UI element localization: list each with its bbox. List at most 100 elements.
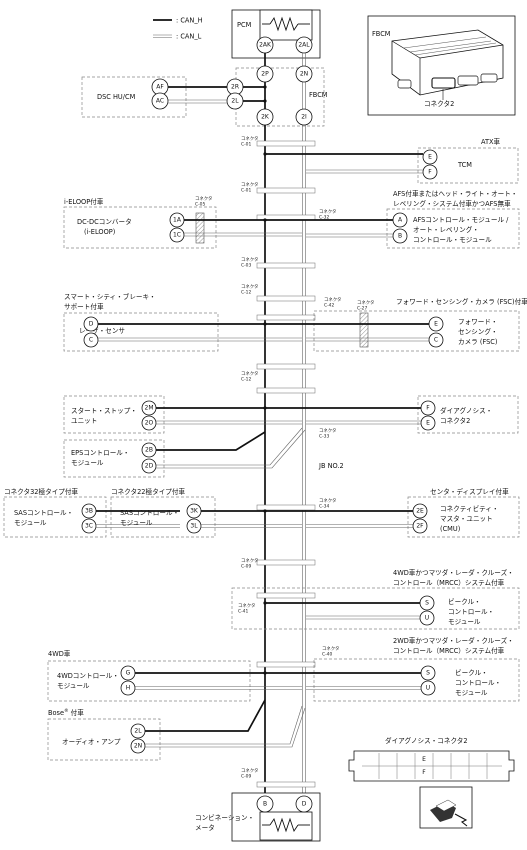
- svg-text:2F: 2F: [416, 523, 424, 530]
- svg-text:D: D: [89, 321, 94, 328]
- svg-text:オーディオ・アンプ: オーディオ・アンプ: [62, 737, 121, 746]
- svg-text:2R: 2R: [231, 84, 239, 91]
- svg-text:2AL: 2AL: [298, 42, 310, 49]
- svg-text:オート・レベリング・: オート・レベリング・: [413, 225, 479, 234]
- legend-can-h: : CAN_H: [176, 17, 203, 25]
- svg-text:コントロール（MRCC）システム付車: コントロール（MRCC）システム付車: [393, 578, 505, 587]
- svg-text:S: S: [425, 600, 429, 607]
- fbcm-pins: 2P 2N 2K 2I 2R 2L: [226, 65, 313, 126]
- svg-text:C-03: C-03: [241, 263, 251, 269]
- svg-text:コネクタ: コネクタ: [241, 135, 258, 142]
- svg-text:C-05: C-05: [195, 202, 205, 208]
- svg-text:C-32: C-32: [319, 215, 329, 221]
- svg-text:2L: 2L: [231, 98, 239, 105]
- fbcm-inset-title: FBCM: [372, 30, 391, 38]
- svg-text:コネクタ2: コネクタ2: [440, 416, 470, 425]
- svg-text:B: B: [263, 801, 267, 808]
- fbcm-inset-caption: コネクタ2: [424, 99, 454, 108]
- tcm-label: TCM: [457, 161, 472, 169]
- legend: : CAN_H : CAN_L: [153, 17, 203, 41]
- trunk-connector-bars: [256, 140, 316, 788]
- svg-text:G: G: [126, 670, 131, 677]
- connector-labels: コネクタ C-01 コネクタ C-01 コネクタ C-32 コネクタ C-05 …: [195, 135, 374, 780]
- svg-text:SASコントロール・: SASコントロール・: [14, 509, 73, 517]
- svg-text:D: D: [302, 801, 307, 808]
- svg-text:2N: 2N: [300, 71, 308, 78]
- svg-text:コネクタ: コネクタ: [319, 497, 336, 504]
- svg-text:2M: 2M: [145, 405, 154, 412]
- svg-text:1A: 1A: [173, 217, 182, 224]
- svg-text:2N: 2N: [134, 743, 142, 750]
- svg-text:フォワード・センシング・カメラ (FSC)付車: フォワード・センシング・カメラ (FSC)付車: [396, 297, 527, 306]
- svg-text:センシング・: センシング・: [458, 327, 498, 336]
- svg-text:モジュール: モジュール: [448, 618, 481, 626]
- svg-text:3C: 3C: [85, 523, 93, 530]
- svg-text:ビークル・: ビークル・: [455, 668, 488, 677]
- svg-text:C-42: C-42: [324, 303, 334, 309]
- sas32-group: コネクタ32極タイプ付車 SASコントロール・ モジュール 3B 3C: [3, 487, 180, 538]
- svg-text:C-41: C-41: [238, 609, 248, 615]
- svg-text:2WD車かつマツダ・レーダ・クルーズ・: 2WD車かつマツダ・レーダ・クルーズ・: [393, 636, 514, 645]
- svg-text:ダイアグノシス・: ダイアグノシス・: [440, 406, 492, 415]
- svg-text:C-12: C-12: [241, 290, 251, 296]
- svg-text:コネクタ: コネクタ: [324, 296, 341, 303]
- svg-text:モジュール: モジュール: [120, 519, 153, 527]
- svg-text:B: B: [398, 233, 402, 240]
- bose-group: Bose® 付車 オーディオ・アンプ 2L 2N: [47, 699, 306, 761]
- svg-text:2I: 2I: [301, 114, 307, 121]
- vehicle-control-4wd-group: 4WD車かつマツダ・レーダ・クルーズ・ コントロール（MRCC）システム付車 ビ…: [231, 568, 520, 630]
- svg-text:(CMU): (CMU): [440, 525, 460, 533]
- svg-text:コントロール・: コントロール・: [455, 679, 501, 687]
- svg-text:3L: 3L: [190, 523, 198, 530]
- svg-text:H: H: [126, 685, 131, 692]
- svg-text:コネクタ32極タイプ付車: コネクタ32極タイプ付車: [4, 487, 78, 496]
- start-stop-group: スタート・ストップ・ ユニット 2M 2O: [63, 395, 302, 434]
- svg-text:2AK: 2AK: [259, 42, 272, 49]
- svg-text:AC: AC: [156, 98, 164, 105]
- main-can-lines: [264, 53, 306, 800]
- meter-box: コンビネーション・ メータ B D: [195, 792, 321, 842]
- svg-text:コネクタ: コネクタ: [319, 427, 336, 434]
- svg-text:C-09: C-09: [241, 564, 251, 570]
- svg-text:SASコントロール・: SASコントロール・: [120, 509, 179, 517]
- svg-text:F: F: [422, 769, 426, 776]
- svg-text:E: E: [422, 756, 426, 763]
- vehicle-control-2wd-group: 2WD車かつマツダ・レーダ・クルーズ・ コントロール（MRCC）システム付車 ビ…: [265, 636, 520, 702]
- svg-text:モジュール: モジュール: [455, 689, 488, 697]
- svg-text:EPSコントロール・: EPSコントロール・: [71, 449, 129, 457]
- pcm-box: PCM 2AK 2AL: [231, 9, 321, 59]
- svg-text:1C: 1C: [173, 232, 181, 239]
- svg-text:AFS付車またはヘッド・ライト・オート・: AFS付車またはヘッド・ライト・オート・: [393, 189, 517, 198]
- svg-text:カメラ (FSC): カメラ (FSC): [458, 338, 498, 346]
- svg-text:コントロール・モジュール: コントロール・モジュール: [413, 236, 492, 244]
- svg-text:S: S: [426, 670, 430, 677]
- fbcm-module-drawing: [391, 29, 504, 100]
- svg-text:U: U: [426, 685, 430, 692]
- svg-text:モジュール: モジュール: [71, 459, 104, 467]
- svg-text:コネクタ: コネクタ: [241, 283, 258, 290]
- svg-text:4WD車かつマツダ・レーダ・クルーズ・: 4WD車かつマツダ・レーダ・クルーズ・: [393, 568, 514, 577]
- atx-group: ATX車: [481, 137, 501, 146]
- svg-text:C-09: C-09: [241, 774, 251, 780]
- svg-text:コネクタ: コネクタ: [319, 208, 336, 215]
- svg-text:C-01: C-01: [241, 188, 251, 194]
- dsc-wiring: AF AC: [151, 78, 227, 110]
- meter-label-1: コンビネーション・: [195, 813, 254, 822]
- svg-text:AF: AF: [156, 84, 164, 91]
- svg-text:コネクタ: コネクタ: [241, 557, 258, 564]
- svg-text:3K: 3K: [190, 508, 199, 515]
- svg-text:E: E: [426, 420, 430, 427]
- svg-text:C-27: C-27: [357, 306, 367, 312]
- meter-label-2: メータ: [195, 823, 215, 832]
- svg-text:2L: 2L: [134, 728, 142, 735]
- svg-text:2B: 2B: [145, 447, 153, 454]
- svg-text:C-40: C-40: [322, 652, 332, 658]
- svg-text:F: F: [426, 405, 430, 412]
- jb-label: JB NO.2: [318, 462, 344, 470]
- dlc-inset: ダイアグノシス・コネクタ2 E F: [348, 736, 515, 829]
- fbcm-label: FBCM: [309, 91, 328, 99]
- cmu-group: センタ・ディスプレイ付車 コネクティビティ・ マスタ・ユニット (CMU) 2E…: [265, 487, 520, 538]
- svg-text:コントロール（MRCC）システム付車: コントロール（MRCC）システム付車: [393, 646, 505, 655]
- svg-text:コネクタ: コネクタ: [322, 645, 339, 652]
